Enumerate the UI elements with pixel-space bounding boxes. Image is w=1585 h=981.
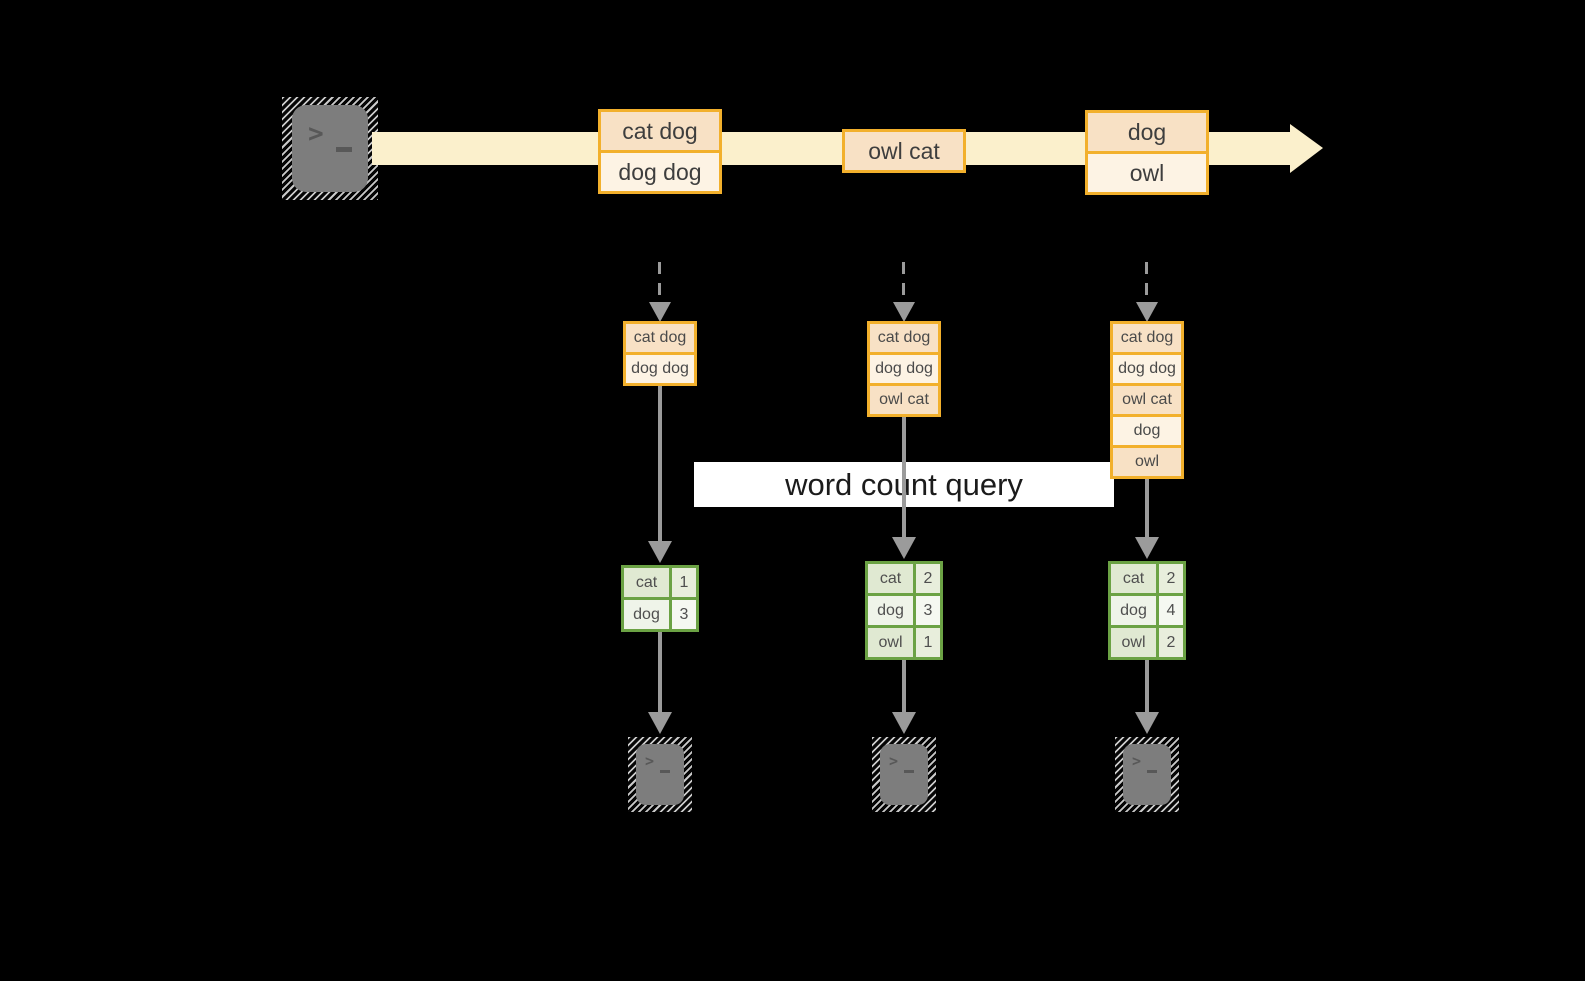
timeline-event-2: owl cat	[842, 129, 966, 173]
query-arrowhead-icon-1	[648, 541, 672, 563]
sink-terminal-icon-1: >	[628, 737, 692, 812]
query-arrowhead-icon-3	[1135, 537, 1159, 559]
count-cell: 1	[669, 568, 696, 597]
word-cell: dog	[868, 596, 913, 625]
count-cell: 2	[913, 564, 940, 593]
dashed-arrowhead-icon-2	[893, 302, 915, 322]
table-row: cat 2	[1111, 564, 1183, 593]
terminal-prompt-icon: >	[1132, 752, 1142, 770]
dashed-arrow-shaft-1	[658, 262, 661, 304]
batch-line: cat dog	[870, 324, 938, 352]
dashed-arrow-shaft-2	[902, 262, 905, 304]
timeline-event-1: cat dog dog dog	[598, 109, 722, 194]
micro-batch-2: cat dog dog dog owl cat	[867, 321, 941, 417]
query-arrowhead-icon-2	[892, 537, 916, 559]
count-cell: 2	[1156, 564, 1183, 593]
query-arrow-shaft-3	[1145, 479, 1149, 539]
table-row: cat 2	[868, 564, 940, 593]
batch-line: owl cat	[1113, 383, 1181, 414]
table-row: dog 3	[868, 593, 940, 625]
sink-arrowhead-icon-2	[892, 712, 916, 734]
counts-table-3: cat 2 dog 4 owl 2	[1108, 561, 1186, 660]
terminal-cursor-icon	[1147, 770, 1157, 773]
terminal-cursor-icon	[904, 770, 914, 773]
batch-line: cat dog	[1113, 324, 1181, 352]
event-line: owl cat	[845, 132, 963, 170]
table-row: owl 2	[1111, 625, 1183, 657]
stream-timeline-arrowhead-icon	[1290, 124, 1323, 173]
sink-arrowhead-icon-1	[648, 712, 672, 734]
count-cell: 3	[913, 596, 940, 625]
terminal-cursor-icon	[660, 770, 670, 773]
dashed-arrowhead-icon-3	[1136, 302, 1158, 322]
sink-arrow-shaft-2	[902, 660, 906, 714]
table-row: cat 1	[624, 568, 696, 597]
timeline-event-3: dog owl	[1085, 110, 1209, 195]
sink-terminal-icon-2: >	[872, 737, 936, 812]
word-cell: cat	[624, 568, 669, 597]
event-line: dog dog	[601, 150, 719, 191]
terminal-cursor-icon	[336, 147, 352, 152]
terminal-prompt-icon: >	[308, 119, 324, 149]
counts-table-2: cat 2 dog 3 owl 1	[865, 561, 943, 660]
micro-batch-1: cat dog dog dog	[623, 321, 697, 386]
terminal-icon-body: >	[1123, 744, 1171, 805]
terminal-icon-body: >	[292, 105, 368, 192]
sink-terminal-icon-3: >	[1115, 737, 1179, 812]
word-cell: owl	[868, 628, 913, 657]
terminal-prompt-icon: >	[645, 752, 655, 770]
event-line: dog	[1088, 113, 1206, 151]
table-row: dog 3	[624, 597, 696, 629]
batch-line: dog dog	[1113, 352, 1181, 383]
source-terminal-icon: >	[282, 97, 378, 200]
table-row: dog 4	[1111, 593, 1183, 625]
word-cell: dog	[624, 600, 669, 629]
count-cell: 3	[669, 600, 696, 629]
dashed-arrowhead-icon-1	[649, 302, 671, 322]
sink-arrow-shaft-3	[1145, 660, 1149, 714]
query-arrow-shaft-1	[658, 386, 662, 543]
micro-batch-3: cat dog dog dog owl cat dog owl	[1110, 321, 1184, 479]
event-line: owl	[1088, 151, 1206, 192]
sink-arrow-shaft-1	[658, 632, 662, 714]
terminal-prompt-icon: >	[889, 752, 899, 770]
word-cell: cat	[1111, 564, 1156, 593]
batch-line: dog dog	[626, 352, 694, 383]
terminal-icon-body: >	[880, 744, 928, 805]
word-cell: cat	[868, 564, 913, 593]
batch-line: dog	[1113, 414, 1181, 445]
count-cell: 2	[1156, 628, 1183, 657]
count-cell: 1	[913, 628, 940, 657]
query-arrow-shaft-2	[902, 417, 906, 539]
counts-table-1: cat 1 dog 3	[621, 565, 699, 632]
table-row: owl 1	[868, 625, 940, 657]
event-line: cat dog	[601, 112, 719, 150]
word-cell: owl	[1111, 628, 1156, 657]
count-cell: 4	[1156, 596, 1183, 625]
word-cell: dog	[1111, 596, 1156, 625]
batch-line: dog dog	[870, 352, 938, 383]
batch-line: owl cat	[870, 383, 938, 414]
batch-line: owl	[1113, 445, 1181, 476]
sink-arrowhead-icon-3	[1135, 712, 1159, 734]
terminal-icon-body: >	[636, 744, 684, 805]
batch-line: cat dog	[626, 324, 694, 352]
dashed-arrow-shaft-3	[1145, 262, 1148, 304]
